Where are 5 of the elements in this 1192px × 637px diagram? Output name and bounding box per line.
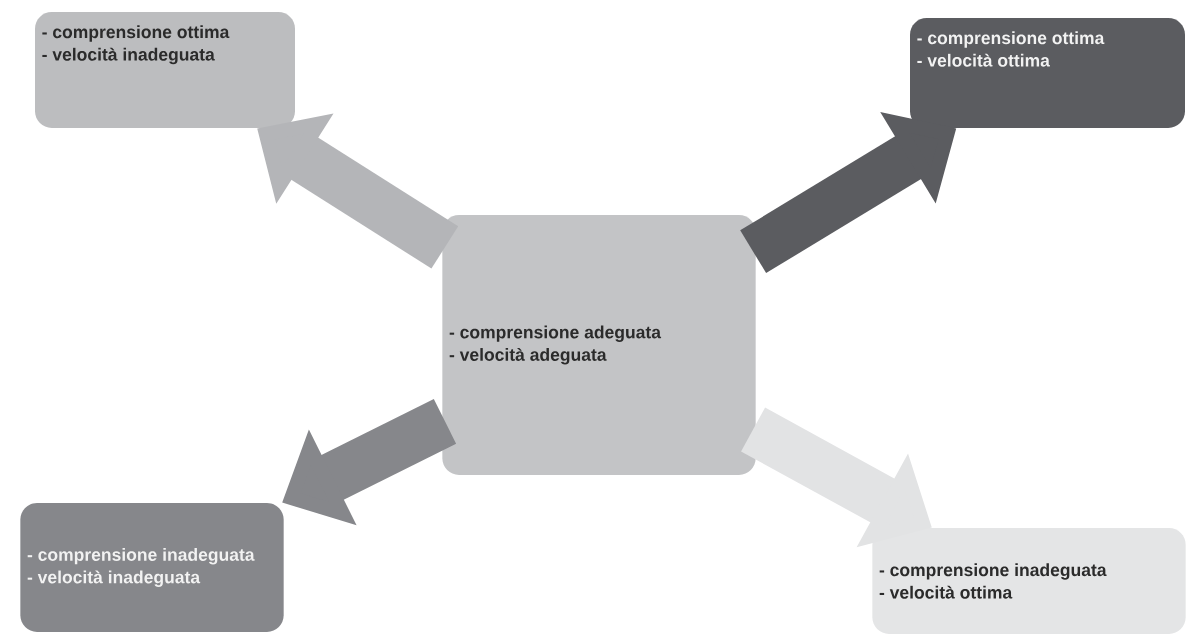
text-box: - comprensione ottima - velocità ottima xyxy=(910,18,1185,128)
text-box: - comprensione inadeguata - velocità ottima xyxy=(872,528,1186,634)
text-box: - comprensione adeguata - velocità adeguata xyxy=(442,215,756,475)
text-box: - comprensione inadeguata - velocità inadeguata xyxy=(20,503,284,632)
text-box: - comprensione ottima - velocità inadeguata xyxy=(35,12,295,128)
